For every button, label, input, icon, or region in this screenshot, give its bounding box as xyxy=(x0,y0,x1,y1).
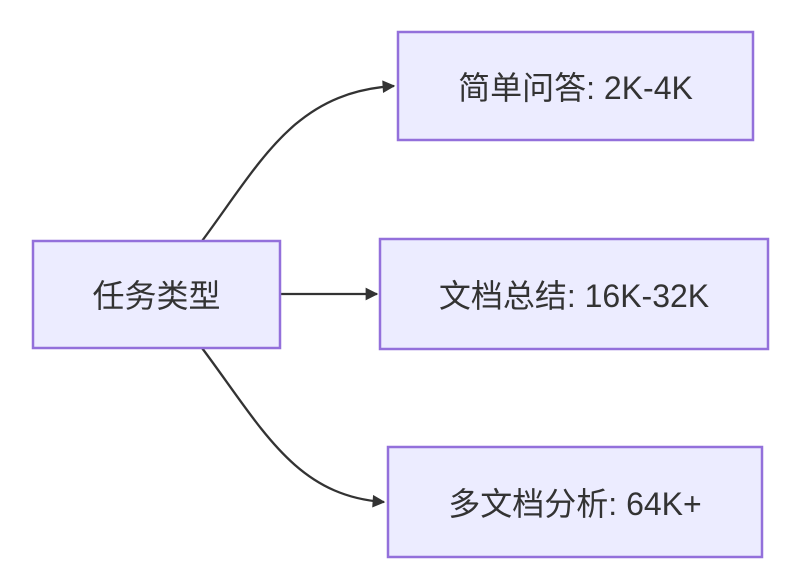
node-multi-doc-label: 多文档分析: 64K+ xyxy=(448,486,701,522)
edge-root-to-multi-doc xyxy=(201,347,386,508)
node-task-type: 任务类型 xyxy=(31,239,282,350)
node-simple-qa-box xyxy=(396,30,755,142)
node-simple-qa-label: 简单问答: 2K-4K xyxy=(458,70,693,106)
node-doc-summary-box xyxy=(378,237,770,351)
node-multi-doc-box xyxy=(386,445,764,559)
node-doc-summary-label: 文档总结: 16K-32K xyxy=(439,278,709,314)
node-task-type-box xyxy=(31,239,282,350)
node-simple-qa: 简单问答: 2K-4K xyxy=(396,30,755,142)
node-doc-summary: 文档总结: 16K-32K xyxy=(378,237,770,351)
node-task-type-label: 任务类型 xyxy=(92,278,220,314)
node-multi-doc: 多文档分析: 64K+ xyxy=(386,445,764,559)
edge-root-to-simple-qa xyxy=(201,80,396,242)
